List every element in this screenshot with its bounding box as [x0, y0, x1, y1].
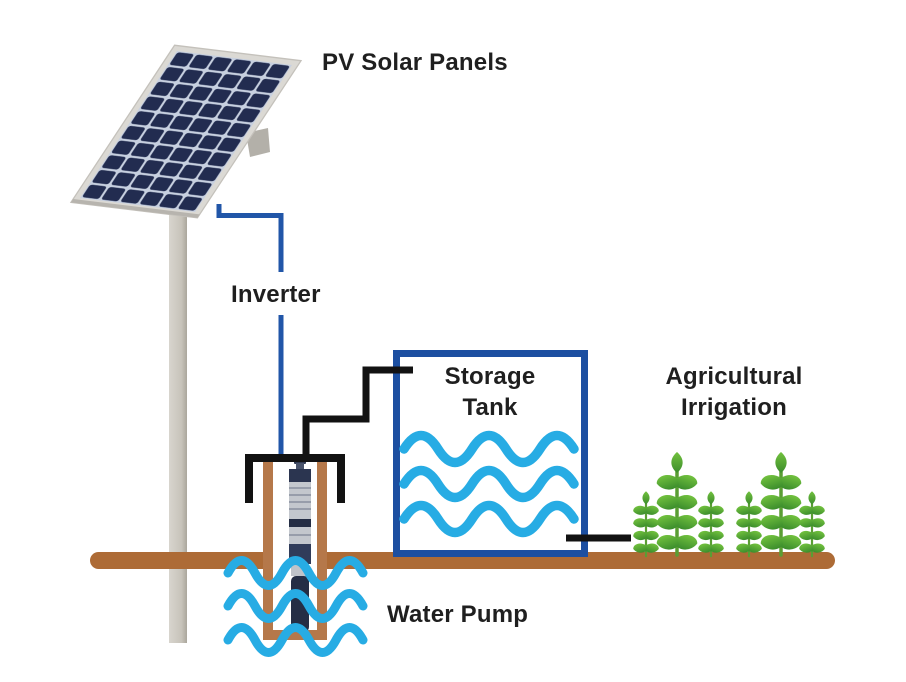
well-head-frame	[245, 454, 345, 503]
tank-water-waves-icon	[399, 430, 579, 538]
pv-solar-panels-label: PV Solar Panels	[322, 49, 508, 76]
well-casing	[263, 462, 327, 640]
pipes	[302, 366, 631, 542]
pv-solar-panel-icon	[69, 44, 303, 219]
storage-tank-label: Storage Tank	[444, 363, 536, 421]
inverter-wire	[216, 204, 284, 459]
crop-plants-icon	[631, 450, 827, 558]
agricultural-irrigation-label: Agricultural Irrigation	[665, 363, 803, 421]
storage-tank-box	[393, 350, 588, 557]
well-water-waves-icon	[223, 556, 368, 657]
inverter-label: Inverter	[231, 281, 321, 308]
water-pump-label: Water Pump	[387, 601, 529, 628]
pipe-pump-to-tank	[302, 366, 413, 461]
